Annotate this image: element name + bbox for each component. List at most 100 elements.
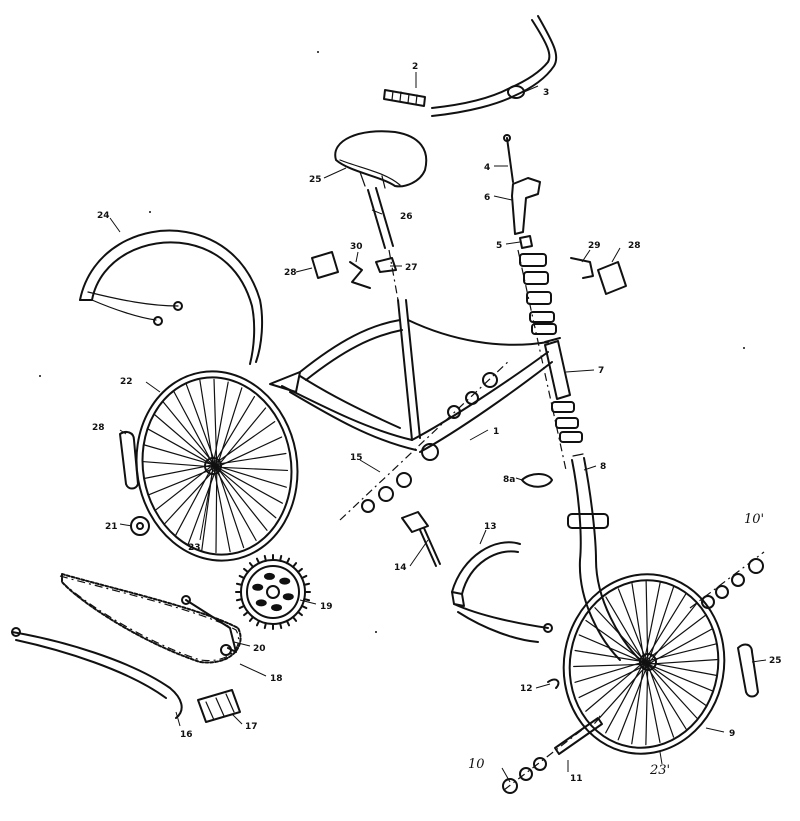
callout-28-rear: 28: [92, 423, 105, 433]
spoke: [212, 464, 231, 553]
callout-2: 2: [412, 62, 418, 72]
callout-7: 7: [598, 366, 604, 376]
print-specks: [39, 51, 745, 633]
front-fender: [451, 541, 553, 643]
spoke: [143, 464, 214, 480]
seat-reflector: [311, 251, 397, 289]
sprocket-tooth: [238, 604, 246, 610]
spoke: [162, 401, 218, 468]
spoke: [631, 583, 645, 663]
sprocket-tooth: [291, 616, 298, 622]
sprocket-tooth: [303, 582, 311, 586]
callout-8: 8: [600, 462, 606, 472]
spoke: [141, 460, 218, 468]
rear-fender: [79, 229, 264, 365]
callout-23-prime: 23': [649, 763, 670, 778]
spoke: [605, 661, 645, 734]
spoke: [216, 466, 245, 549]
crank-bearing-parts: [339, 359, 511, 521]
sprocket-tooth: [243, 610, 249, 617]
spoke: [199, 379, 214, 466]
sprocket-tooth: [279, 554, 283, 562]
stem-wedge: [519, 235, 533, 249]
sprocket-tooth: [279, 622, 283, 630]
spoke: [578, 663, 649, 699]
sprocket-cutout: [271, 604, 283, 612]
sprocket-tooth: [235, 582, 243, 586]
small-clip: [547, 678, 560, 689]
callout-12: 12: [520, 684, 533, 694]
spoke: [647, 585, 675, 665]
spoke: [594, 607, 649, 665]
sprocket-tooth: [255, 619, 261, 627]
callout-15: 15: [350, 453, 363, 463]
callout-13: 13: [484, 522, 497, 532]
callout-9: 9: [729, 729, 735, 739]
sprocket-tooth: [243, 567, 249, 574]
pedal: [197, 689, 241, 723]
sprocket-tooth: [285, 619, 291, 627]
callout-24: 24: [97, 211, 110, 221]
sprocket-cutout: [255, 599, 267, 607]
callout-28-seat: 28: [284, 268, 297, 278]
stem-bolt: [503, 134, 514, 183]
sprocket-tooth: [300, 574, 308, 580]
sprocket: [235, 554, 311, 630]
spoke: [647, 663, 698, 719]
spoke: [643, 661, 707, 707]
stem: [511, 177, 541, 235]
callout-14: 14: [394, 563, 407, 573]
frame: [269, 299, 553, 461]
spoke: [212, 464, 287, 488]
spoke: [216, 387, 243, 468]
sprocket-cutout: [279, 577, 291, 585]
spoke: [163, 466, 218, 525]
spoke: [585, 661, 645, 712]
rear-hub-cone: [130, 516, 150, 536]
saddle: [334, 130, 428, 189]
spoke: [174, 464, 214, 537]
callout-10-prime: 10': [744, 512, 764, 527]
crank-nut: [220, 644, 232, 656]
front-side-reflector: [737, 643, 759, 698]
callout-21: 21: [105, 522, 118, 532]
sprocket-tooth: [291, 562, 298, 568]
callout-27: 27: [405, 263, 418, 273]
callout-30: 30: [350, 242, 363, 252]
callout-18: 18: [270, 674, 283, 684]
callout-28-head: 28: [628, 241, 641, 251]
sprocket-tooth: [297, 610, 303, 617]
spoke: [643, 581, 661, 663]
spoke: [574, 649, 645, 663]
spoke: [643, 643, 718, 663]
spoke: [153, 413, 214, 466]
kickstand: [401, 511, 441, 567]
spoke: [605, 596, 645, 663]
callout-10: 10: [468, 757, 485, 772]
sprocket-cutout: [263, 572, 275, 580]
callout-1: 1: [493, 427, 499, 437]
callout-8a: 8a: [503, 475, 515, 485]
sprocket-tooth: [248, 562, 255, 568]
front-hub-parts: [502, 551, 765, 794]
callout-29: 29: [588, 241, 601, 251]
spoke: [645, 580, 649, 665]
callout-3: 3: [543, 88, 549, 98]
callout-23: 23: [188, 543, 201, 553]
spoke: [647, 663, 714, 692]
spoke: [212, 395, 256, 466]
sprocket-cutout: [252, 583, 264, 591]
sprocket-tooth: [255, 557, 261, 565]
spoke: [617, 663, 649, 741]
sprocket-tooth: [300, 604, 308, 610]
chain-guard: [11, 627, 183, 719]
sprocket-tooth: [238, 574, 246, 580]
callout-11: 11: [570, 774, 583, 784]
spoke: [643, 614, 707, 663]
spoke: [147, 466, 218, 496]
sprocket-tooth: [297, 567, 303, 574]
spoke: [643, 592, 687, 663]
spoke: [594, 663, 649, 724]
